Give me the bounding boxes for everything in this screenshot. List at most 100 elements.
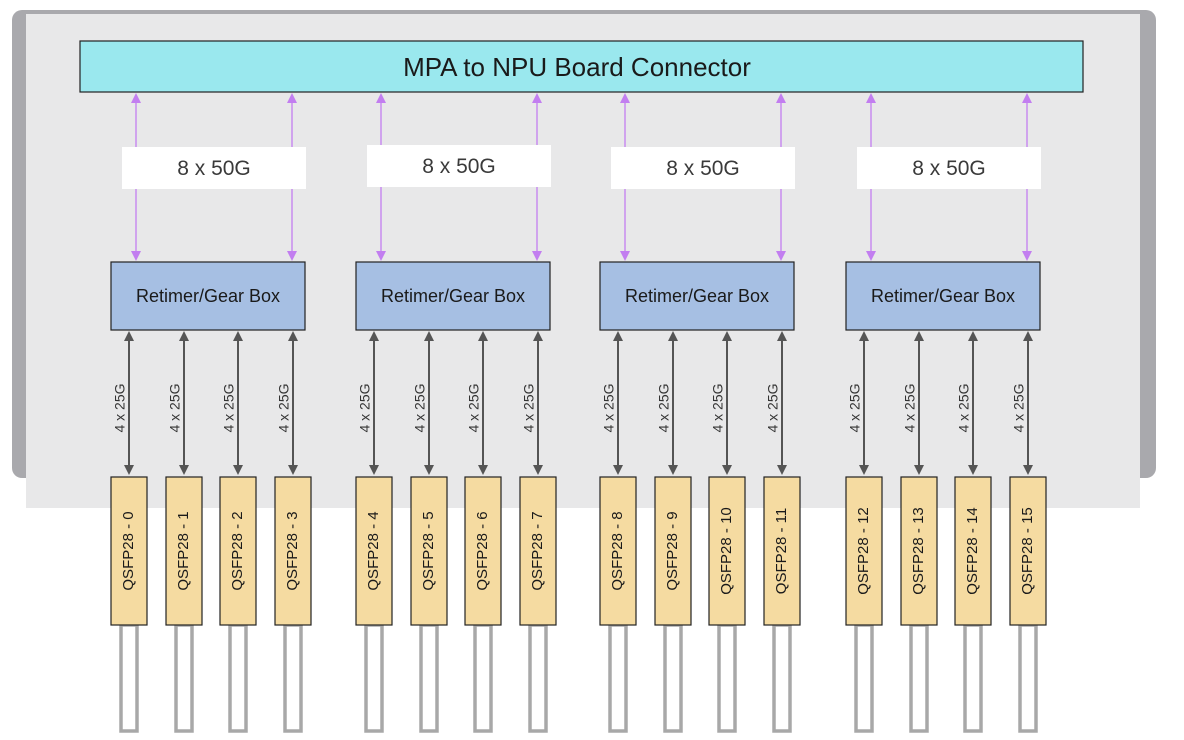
qsfp28-port [519, 476, 557, 626]
lane-label: 4 x 25G [357, 383, 373, 432]
qsfp28-port [900, 476, 938, 626]
qsfp28-port [845, 476, 883, 626]
lane-label: 4 x 25G [167, 383, 183, 432]
lane-label: 4 x 25G [112, 383, 128, 432]
qsfp28-port [954, 476, 992, 626]
fiber-cable [283, 623, 303, 733]
fiber-cable-outline [772, 623, 792, 733]
qsfp28-port-label: QSFP28 - 14 [964, 507, 981, 595]
lane-label: 4 x 25G [902, 383, 918, 432]
qsfp28-port [599, 476, 637, 626]
qsfp28-port [355, 476, 393, 626]
fiber-cable [772, 623, 792, 733]
port-groups: 8 x 50G Retimer/Gear Box 4 x 25G QSFP28 - 0… [110, 93, 1047, 733]
qsfp28-port [763, 476, 801, 626]
fiber-cable-outline [663, 623, 683, 733]
fiber-cable-outline [608, 623, 628, 733]
fiber-cable [528, 623, 548, 733]
lane-label: 4 x 25G [221, 383, 237, 432]
bandwidth-label: 8 x 50G [177, 157, 251, 180]
retimer-gearbox [355, 261, 551, 331]
retimer-gearbox [845, 261, 1041, 331]
port-group: 8 x 50G Retimer/Gear Box 4 x 25G QSFP28 - 1… [845, 93, 1047, 733]
fiber-cable-outline [364, 623, 384, 733]
fiber-cable-outline [963, 623, 983, 733]
fiber-cable [419, 623, 439, 733]
qsfp28-port [708, 476, 746, 626]
fiber-cable [608, 623, 628, 733]
qsfp28-port-label: QSFP28 - 10 [718, 507, 735, 595]
fiber-cable-outline [283, 623, 303, 733]
fiber-cable-outline [1018, 623, 1038, 733]
qsfp28-port-label: QSFP28 - 13 [910, 507, 927, 595]
fiber-cable [228, 623, 248, 733]
qsfp28-port [1009, 476, 1047, 626]
bandwidth-label-box [367, 145, 551, 187]
lane-label: 4 x 25G [412, 383, 428, 432]
fiber-cable-outline [528, 623, 548, 733]
qsfp28-port-label: QSFP28 - 9 [664, 511, 681, 590]
qsfp28-port-label: QSFP28 - 3 [284, 511, 301, 590]
fiber-cable [909, 623, 929, 733]
bandwidth-label-box [857, 147, 1041, 189]
fiber-cable-outline [854, 623, 874, 733]
board-connector [79, 40, 1084, 93]
fiber-cable-outline [909, 623, 929, 733]
fiber-cable-outline [228, 623, 248, 733]
fiber-cable-outline [119, 623, 139, 733]
bandwidth-label: 8 x 50G [666, 157, 740, 180]
lane-label: 4 x 25G [710, 383, 726, 432]
fiber-cable [473, 623, 493, 733]
fiber-cable-outline [717, 623, 737, 733]
port-group: 8 x 50G Retimer/Gear Box 4 x 25G QSFP28 - 8… [599, 93, 801, 733]
lane-label: 4 x 25G [765, 383, 781, 432]
fiber-cable [663, 623, 683, 733]
lane-label: 4 x 25G [956, 383, 972, 432]
qsfp28-port-label: QSFP28 - 5 [420, 511, 437, 590]
lane-label: 4 x 25G [521, 383, 537, 432]
qsfp28-port [654, 476, 692, 626]
qsfp28-port-label: QSFP28 - 8 [609, 511, 626, 590]
retimer-gearbox-label: Retimer/Gear Box [381, 286, 525, 306]
fiber-cable [1018, 623, 1038, 733]
qsfp28-port [274, 476, 312, 626]
retimer-gearbox-label: Retimer/Gear Box [625, 286, 769, 306]
qsfp28-port [464, 476, 502, 626]
fiber-cable-outline [419, 623, 439, 733]
bandwidth-label-box [611, 147, 795, 189]
qsfp28-port-label: QSFP28 - 1 [175, 511, 192, 590]
retimer-gearbox-label: Retimer/Gear Box [136, 286, 280, 306]
qsfp28-port-label: QSFP28 - 0 [120, 511, 137, 590]
qsfp28-port-label: QSFP28 - 15 [1019, 507, 1036, 595]
fiber-cable [119, 623, 139, 733]
retimer-gearbox-label: Retimer/Gear Box [871, 286, 1015, 306]
qsfp28-port-label: QSFP28 - 7 [529, 511, 546, 590]
port-group: 8 x 50G Retimer/Gear Box 4 x 25G QSFP28 - 0… [110, 93, 312, 733]
lane-label: 4 x 25G [656, 383, 672, 432]
fiber-cable-outline [473, 623, 493, 733]
qsfp28-port-label: QSFP28 - 6 [474, 511, 491, 590]
qsfp28-port-label: QSFP28 - 4 [365, 511, 382, 590]
qsfp28-port-label: QSFP28 - 11 [773, 508, 790, 594]
qsfp28-port-label: QSFP28 - 2 [229, 511, 246, 590]
fiber-cable [963, 623, 983, 733]
fiber-cable [717, 623, 737, 733]
fiber-cable [364, 623, 384, 733]
lane-label: 4 x 25G [276, 383, 292, 432]
fiber-cable-outline [174, 623, 194, 733]
qsfp28-port [165, 476, 203, 626]
fiber-cable [854, 623, 874, 733]
board-panel [26, 14, 1140, 508]
qsfp28-port [219, 476, 257, 626]
lane-label: 4 x 25G [601, 383, 617, 432]
retimer-gearbox [110, 261, 306, 331]
bandwidth-label: 8 x 50G [912, 157, 986, 180]
lane-label: 4 x 25G [1011, 383, 1027, 432]
fiber-cable [174, 623, 194, 733]
qsfp28-port [410, 476, 448, 626]
lane-label: 4 x 25G [466, 383, 482, 432]
board-connector-label: MPA to NPU Board Connector [403, 52, 751, 82]
bandwidth-label-box [122, 147, 306, 189]
retimer-gearbox [599, 261, 795, 331]
